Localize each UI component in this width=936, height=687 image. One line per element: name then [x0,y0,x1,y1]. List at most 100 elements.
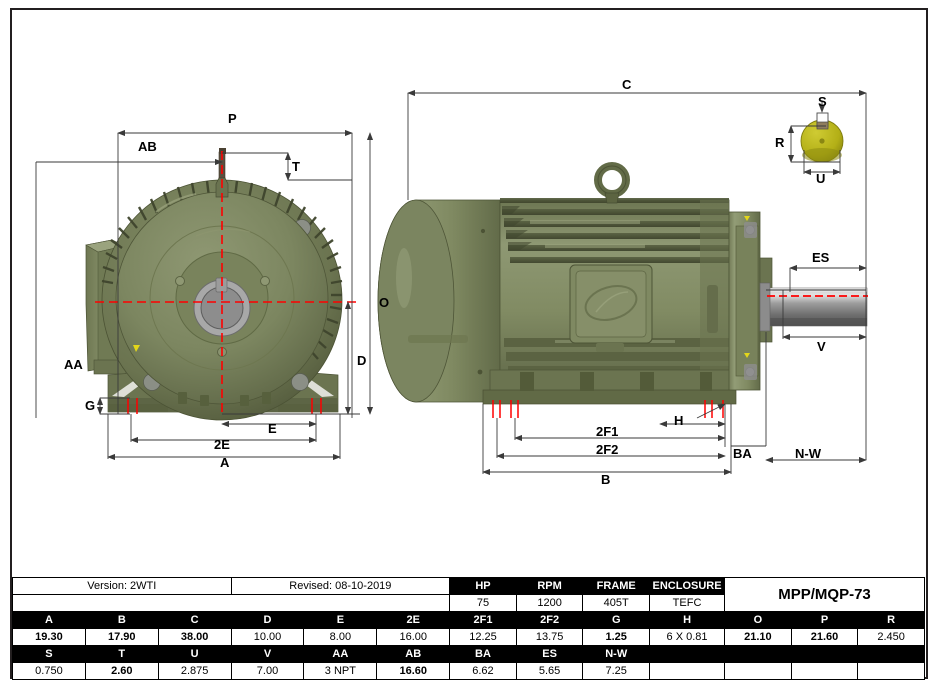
front-view-centerlines [95,151,360,415]
hdr-frame: FRAME [582,577,651,595]
val-B: 17.90 [84,628,159,646]
front-view-motor [85,148,360,421]
hdr-G: G [582,611,651,629]
hdr-T: T [84,645,159,663]
val-T: 2.60 [84,662,159,680]
specification-table: Version: 2WTI Revised: 08-10-2019 HP RPM… [11,577,925,680]
val-pad-4 [857,662,925,680]
dim-label-U: U [816,171,826,186]
val-E: 8.00 [303,628,378,646]
fan-cover [377,199,501,403]
foot-hole-centerlines [127,398,322,414]
hdr-H: H [649,611,726,629]
hdr-NW: N-W [582,645,651,663]
drive-end-bell [728,211,773,391]
table-row-dim-values-1: 19.30 17.90 38.00 10.00 8.00 16.00 12.25… [12,628,925,646]
dim-label-2F1: 2F1 [596,424,619,439]
hdr-E: E [303,611,378,629]
val-V: 7.00 [230,662,305,680]
table-row-rating-values: 75 1200 405T TEFC [11,594,925,612]
dim-label-E: E [268,421,277,436]
hdr-B: B [84,611,159,629]
hdr-S: S [12,645,86,663]
dim-label-H: H [674,413,684,428]
val-O: 21.10 [724,628,792,646]
val-S: 0.750 [12,662,86,680]
blank-meta-cell [11,594,451,612]
dim-label-O: O [379,295,390,310]
hdr-O: O [724,611,792,629]
val-pad-2 [724,662,792,680]
hdr-C: C [157,611,232,629]
shaft-end-detail [800,112,844,163]
table-row-dim-header-1: A B C D E 2E 2F1 2F2 G H O P R [12,611,925,629]
dim-label-T: T [292,159,300,174]
dim-label-R: R [775,135,785,150]
stator-barrel [499,198,730,403]
val-2E: 16.00 [376,628,451,646]
val-P: 21.60 [790,628,859,646]
dim-label-D: D [357,353,367,368]
hdr-2F1: 2F1 [449,611,517,629]
val-ES: 5.65 [515,662,584,680]
hdr-ES: ES [515,645,584,663]
val-pad-1 [649,662,726,680]
val-hp: 75 [449,594,517,612]
hdr-A: A [12,611,86,629]
hdr-U: U [157,645,232,663]
terminal-box [569,264,653,352]
dim-label-2F2: 2F2 [596,442,619,457]
hdr-rpm: RPM [515,577,584,595]
dim-label-P: P [228,111,237,126]
revised-cell: Revised: 08-10-2019 [230,577,451,595]
dim-label-2E: 2E [214,437,230,452]
hdr-enclosure: ENCLOSURE [649,577,726,595]
hdr-pad-4 [857,645,925,663]
dim-label-AA: AA [64,357,83,372]
dim-label-G: G [85,398,96,413]
hdr-V: V [230,645,305,663]
val-R: 2.450 [857,628,925,646]
val-2F2: 13.75 [515,628,584,646]
dim-label-C: C [622,77,632,92]
val-G: 1.25 [582,628,651,646]
side-base-feet [482,369,737,405]
hdr-R: R [857,611,925,629]
dim-label-S: S [818,94,827,109]
val-A: 19.30 [12,628,86,646]
hdr-hp: HP [449,577,517,595]
val-AB: 16.60 [376,662,451,680]
hdr-P: P [790,611,859,629]
dim-label-BA: BA [733,446,752,461]
val-C: 38.00 [157,628,232,646]
hdr-AB: AB [376,645,451,663]
table-row-dim-values-2: 0.750 2.60 2.875 7.00 3 NPT 16.60 6.62 5… [12,662,925,680]
dim-label-ES: ES [812,250,830,265]
val-rpm: 1200 [515,594,584,612]
bottom-fins [178,392,271,406]
val-U: 2.875 [157,662,232,680]
val-BA: 6.62 [449,662,517,680]
dim-label-AB: AB [138,139,157,154]
dim-label-B: B [601,472,611,487]
side-view-motor [377,162,868,418]
val-enclosure: TEFC [649,594,726,612]
hdr-2F2: 2F2 [515,611,584,629]
table-row-meta-header: Version: 2WTI Revised: 08-10-2019 HP RPM… [12,577,925,612]
dim-label-A: A [220,455,230,470]
version-cell: Version: 2WTI [12,577,232,595]
hdr-pad-1 [649,645,726,663]
val-D: 10.00 [230,628,305,646]
val-AA: 3 NPT [303,662,378,680]
hdr-pad-2 [724,645,792,663]
dim-label-V: V [817,339,826,354]
val-pad-3 [790,662,859,680]
table-row-dim-header-2: S T U V AA AB BA ES N-W [12,645,925,663]
side-view-dimensions [407,89,867,476]
val-H: 6 X 0.81 [649,628,726,646]
dim-label-NW: N-W [795,446,821,461]
hdr-pad-3 [790,645,859,663]
hdr-2E: 2E [376,611,451,629]
